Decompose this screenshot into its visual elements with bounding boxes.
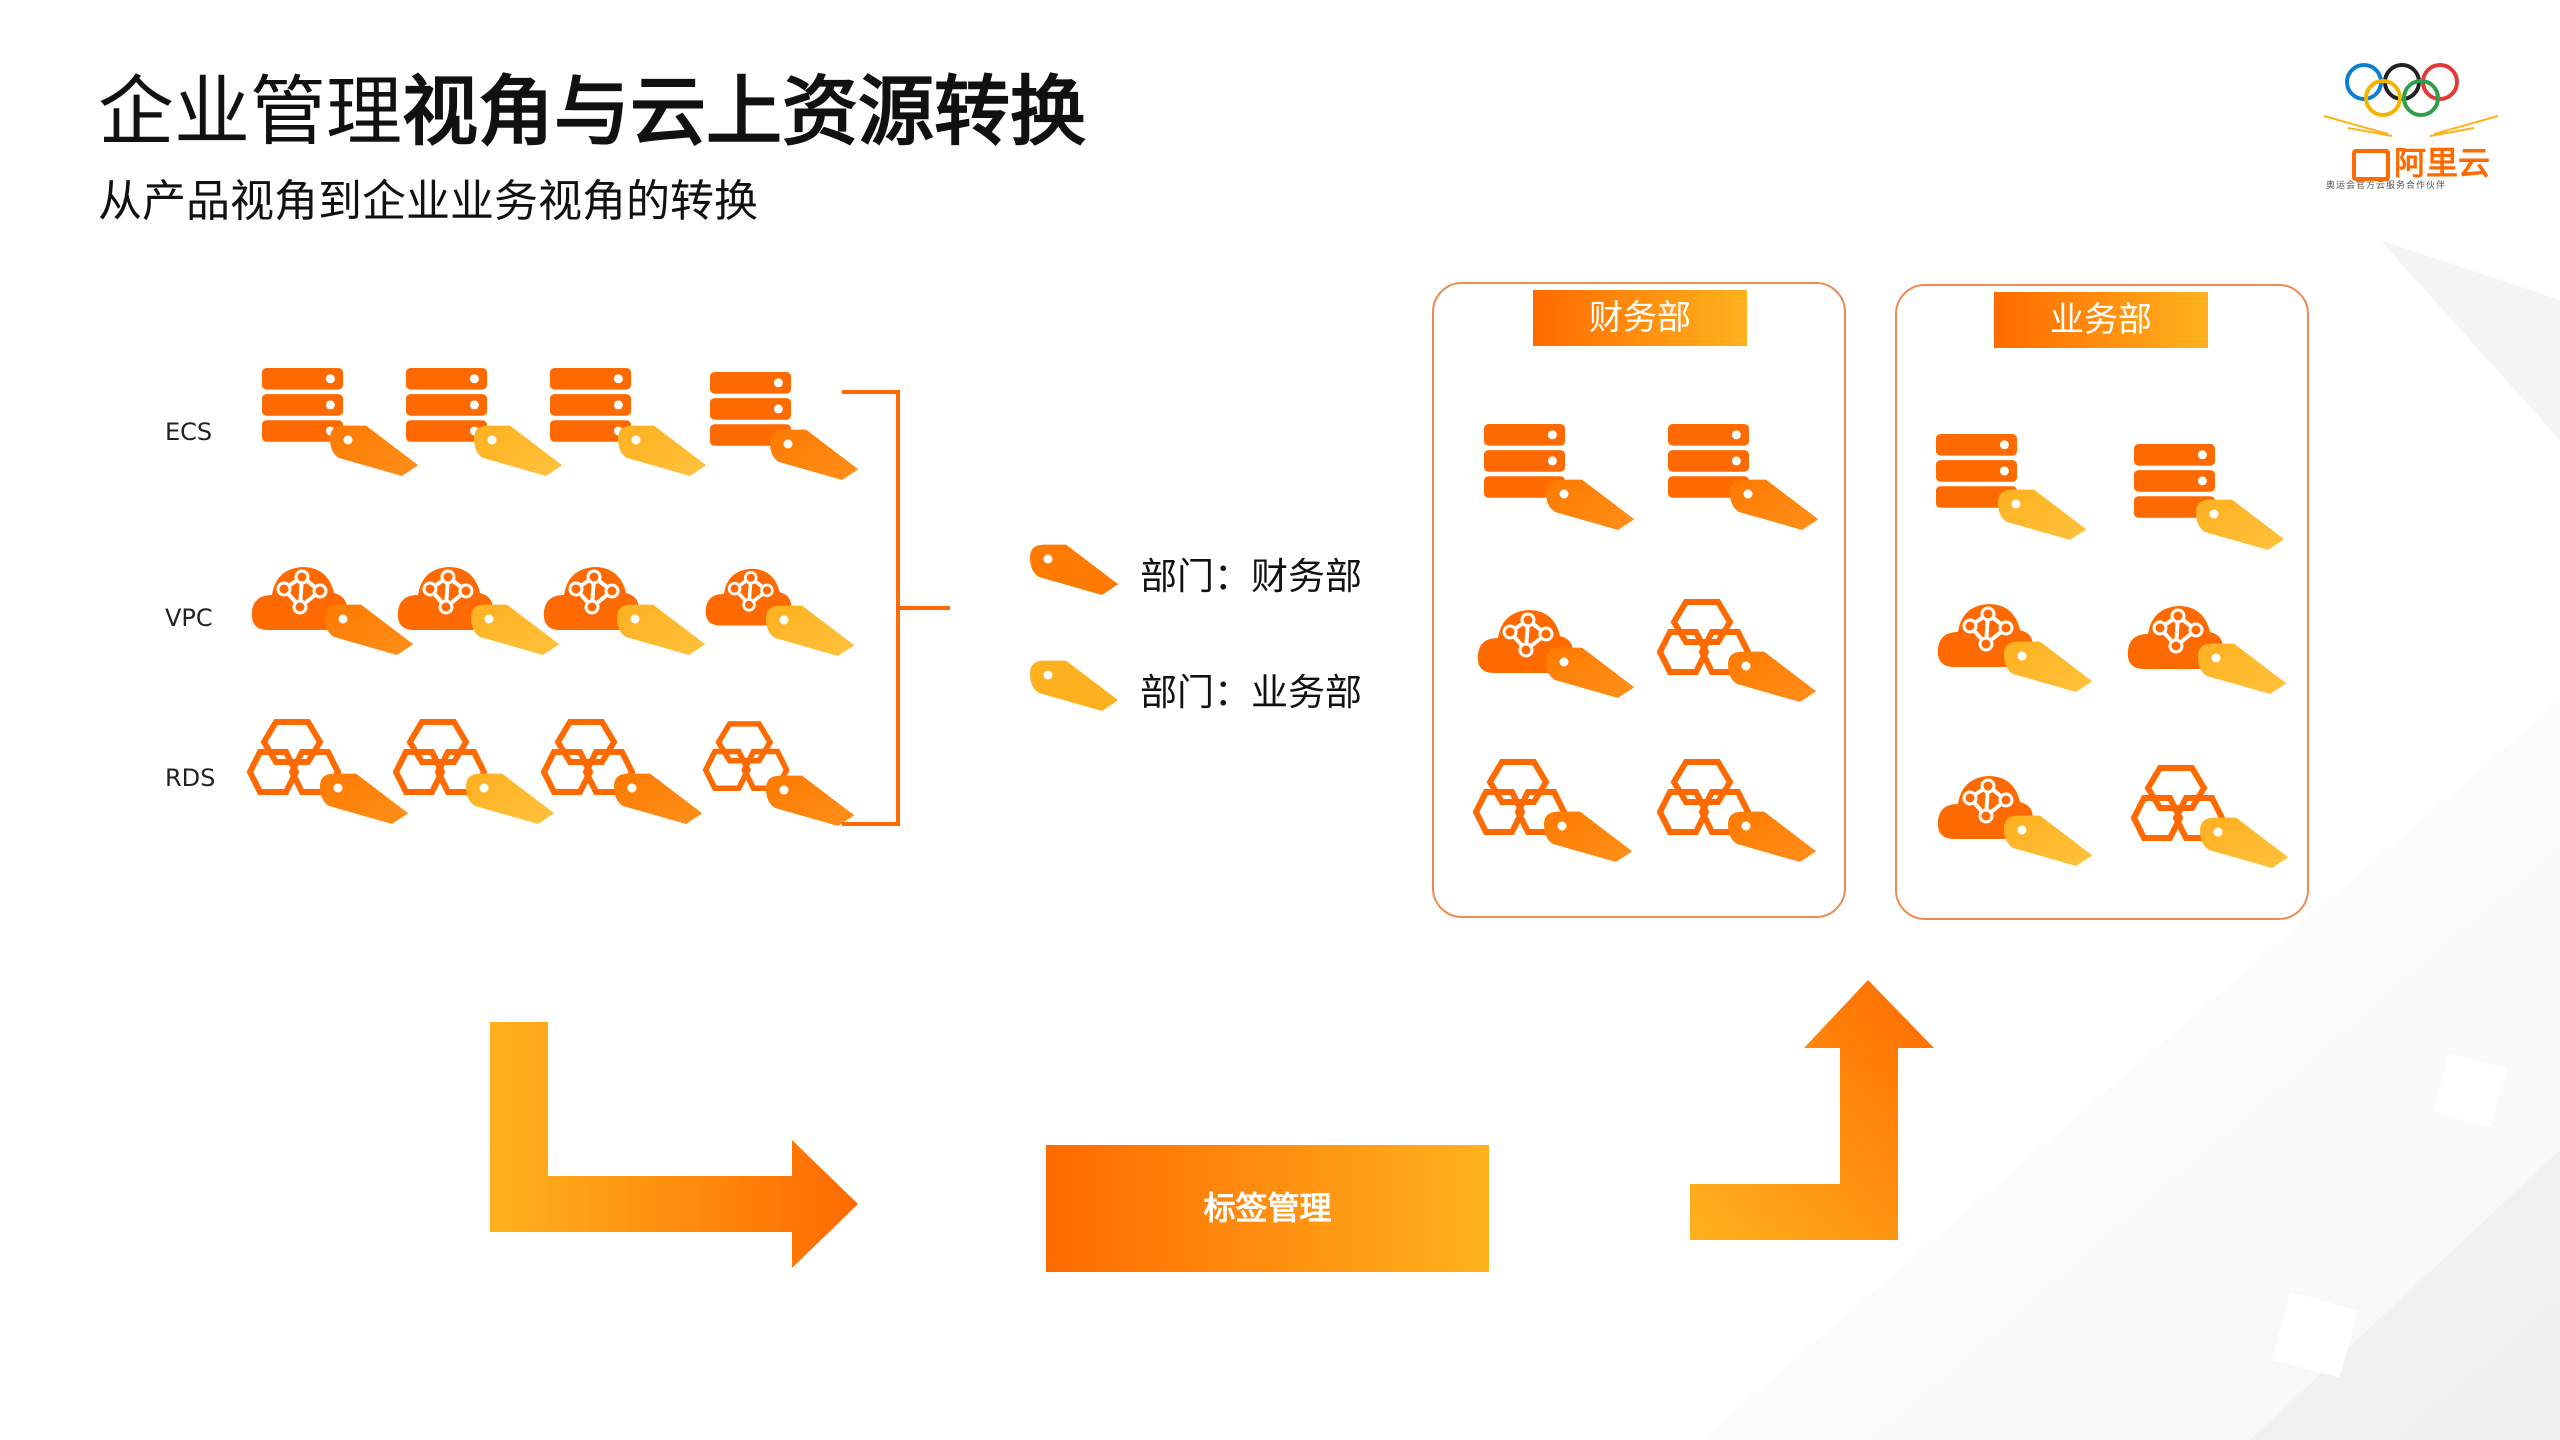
server-icon xyxy=(1484,424,1635,530)
department-header-business: 业务部 xyxy=(1994,292,2208,348)
logo-slogan: 奥运会官方云服务合作伙伴 xyxy=(2326,181,2447,191)
cloud-network-icon xyxy=(2126,604,2287,694)
database-recycle-icon xyxy=(1472,758,1633,862)
cloud-network-icon xyxy=(1476,608,1635,698)
database-recycle-icon xyxy=(1656,598,1817,702)
server-icon xyxy=(406,368,563,476)
department-header-finance: 财务部 xyxy=(1533,290,1747,346)
database-recycle-icon xyxy=(392,718,555,824)
row-label-vpc: VPC xyxy=(165,604,213,632)
grouping-bracket xyxy=(842,390,950,826)
database-recycle-icon xyxy=(1656,758,1817,862)
arrow-up-icon xyxy=(1690,980,1934,1240)
logo-brand: 阿里云 xyxy=(2352,138,2490,184)
cloud-network-icon xyxy=(1936,602,2093,692)
server-icon xyxy=(262,368,419,476)
olympic-rings-icon xyxy=(2323,63,2499,137)
server-icon xyxy=(550,368,707,476)
row-label-ecs: ECS xyxy=(165,418,213,446)
title-bold: 视角与云上资源转换 xyxy=(402,67,1086,156)
database-recycle-icon xyxy=(540,718,703,824)
page-title: 企业管理视角与云上资源转换 xyxy=(98,62,1086,162)
legend-label-business: 部门：业务部 xyxy=(1140,671,1362,714)
server-icon xyxy=(2134,444,2285,550)
database-recycle-icon xyxy=(2130,764,2289,868)
cloud-network-icon xyxy=(250,565,414,655)
row-label-rds: RDS xyxy=(165,764,216,792)
page-subtitle: 从产品视角到企业业务视角的转换 xyxy=(98,176,758,227)
tag-management-box: 标签管理 xyxy=(1046,1145,1489,1272)
cloud-network-icon xyxy=(1936,774,2093,866)
tag-icon xyxy=(1030,544,1119,595)
cloud-network-icon xyxy=(542,565,706,655)
server-icon xyxy=(1668,424,1819,530)
department-box-finance xyxy=(1432,282,1846,918)
tag-icon xyxy=(1030,660,1119,711)
logo-brand-text: 阿里云 xyxy=(2394,144,2491,182)
cloud-network-icon xyxy=(396,565,560,655)
arrow-right-icon xyxy=(490,1022,858,1268)
legend-label-finance: 部门：财务部 xyxy=(1140,555,1362,598)
aliyun-logo-icon xyxy=(2352,149,2390,181)
database-recycle-icon xyxy=(246,718,409,824)
server-icon xyxy=(1936,434,2087,540)
title-regular: 企业管理 xyxy=(98,67,402,156)
